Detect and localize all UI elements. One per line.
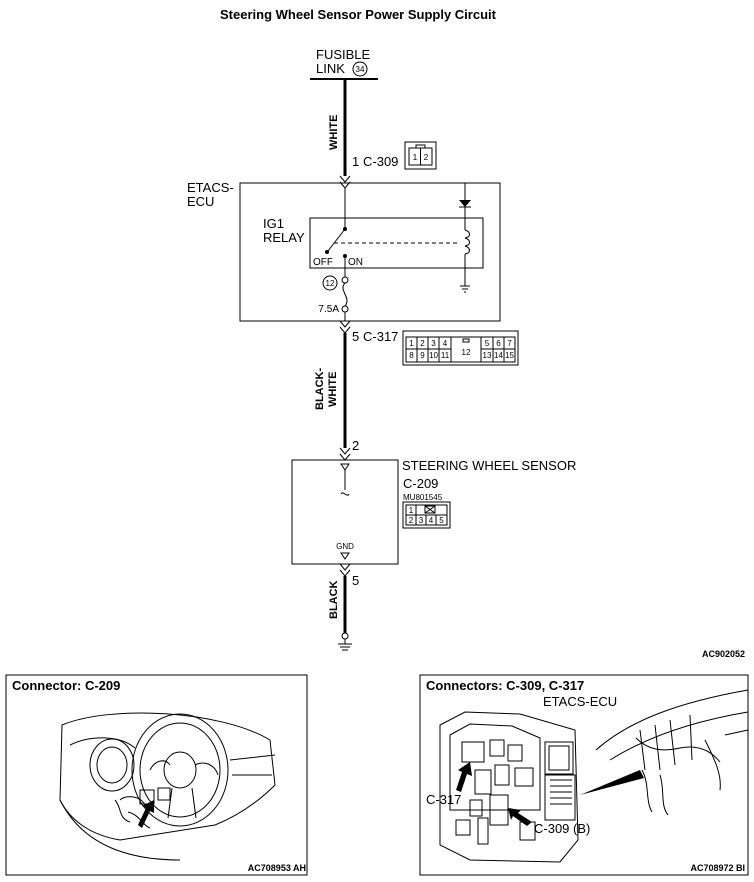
panel-c317-label: C-317 <box>426 792 461 807</box>
panel-c309-label: C-309 (B) <box>534 821 590 836</box>
relay-ground-icon <box>460 285 470 293</box>
wire-color-white: WHITE <box>328 115 340 150</box>
etacs-ecu-label: ETACS- <box>187 180 234 195</box>
relay-switch-contact <box>327 228 346 252</box>
c209-cell-3: 3 <box>419 516 424 525</box>
c317-cell-1: 1 <box>409 339 414 348</box>
sensor-gnd-label: GND <box>336 542 354 551</box>
connector-c309-cell-1: 1 <box>413 153 418 162</box>
wire-color-black-white-2: WHITE <box>327 372 339 407</box>
fuse-number: 12 <box>326 279 335 288</box>
c317-cell-5: 5 <box>485 339 490 348</box>
c317-cell-8: 8 <box>409 351 414 360</box>
c317-cell-6: 6 <box>496 339 501 348</box>
etacs-callout-arrow <box>580 770 644 795</box>
c317-cell-2: 2 <box>420 339 425 348</box>
connector-c309-name: C-309 <box>363 154 398 169</box>
relay-on-label: ON <box>348 257 363 268</box>
connector-c317-chevron <box>339 320 351 334</box>
ig1-relay-label-2: RELAY <box>263 230 305 245</box>
c209-cell-1: 1 <box>409 506 414 515</box>
connector-c209-part-number: MU801545 <box>403 493 443 502</box>
c209-arrow-icon <box>138 800 154 828</box>
fusible-link-label-2: LINK <box>316 61 345 76</box>
sensor-pin-top: 2 <box>352 438 359 453</box>
c309-arrow-icon <box>508 808 532 826</box>
fusible-link-label: FUSIBLE <box>316 47 371 62</box>
fusible-link-number-circle <box>352 61 368 77</box>
wire-color-black-white: BLACK- <box>314 368 326 410</box>
connector-c309-pin: 1 <box>352 154 359 169</box>
panel-c309-c317-title: Connectors: C-309, C-317 <box>426 678 584 693</box>
panel-etacs-label: ETACS-ECU <box>543 694 617 709</box>
fuse-number-circle <box>322 275 338 291</box>
c317-cell-15: 15 <box>505 351 514 360</box>
wire-color-black: BLACK <box>328 580 340 619</box>
diode-icon <box>459 200 471 207</box>
c317-arrow-icon <box>456 762 472 792</box>
sensor-pin-top-chevron <box>339 447 351 461</box>
connector-c317-face: 1 2 3 4 5 6 7 8 9 10 11 12 13 14 15 <box>402 330 519 366</box>
c317-cell-9: 9 <box>420 351 425 360</box>
fusible-link-number: 34 <box>356 65 365 74</box>
etacs-ecu-label-2: ECU <box>187 194 214 209</box>
c317-cell-13: 13 <box>483 351 492 360</box>
ig1-relay-label: IG1 <box>263 216 284 231</box>
panel-c309-c317-ref: AC708972 BI <box>690 863 745 873</box>
c209-cell-5: 5 <box>439 516 444 525</box>
connector-c209-name: C-209 <box>403 476 438 491</box>
relay-off-label: OFF <box>313 257 333 268</box>
c209-cell-4: 4 <box>429 516 434 525</box>
c317-cell-12: 12 <box>462 348 471 357</box>
etacs-ecu-box <box>239 182 501 322</box>
fuse-rating: 7.5A <box>318 304 339 315</box>
diagram-title: Steering Wheel Sensor Power Supply Circu… <box>220 7 497 22</box>
fuse-terminal-top <box>341 276 349 284</box>
connector-c309-cell-2: 2 <box>424 153 429 162</box>
sensor-pin-bottom: 5 <box>352 573 359 588</box>
c317-cell-3: 3 <box>431 339 436 348</box>
steering-wheel-sensor-box <box>291 459 399 565</box>
ig1-relay-box <box>309 217 484 269</box>
steering-wheel-sensor-label: STEERING WHEEL SENSOR <box>402 458 576 473</box>
fuse-icon <box>342 282 348 307</box>
c317-cell-14: 14 <box>494 351 503 360</box>
c317-cell-4: 4 <box>443 339 448 348</box>
sensor-pin-bottom-chevron <box>339 563 351 577</box>
c317-cell-11: 11 <box>441 351 450 360</box>
c317-cell-7: 7 <box>507 339 512 348</box>
relay-coil <box>464 229 470 255</box>
panel-c209-title: Connector: C-209 <box>12 678 120 693</box>
connector-c317-pin: 5 <box>352 329 359 344</box>
panel-c209-ref: AC708953 AH <box>248 863 306 873</box>
steering-wheel-illustration <box>59 712 276 861</box>
c209-cell-2: 2 <box>409 516 414 525</box>
fuse-terminal-bottom <box>341 305 349 313</box>
diagram-reference-code: AC902052 <box>702 649 745 659</box>
c317-cell-10: 10 <box>429 351 438 360</box>
connector-c309-chevron <box>339 175 351 189</box>
connector-c209-face: 1 2 3 4 5 <box>402 501 451 529</box>
ground-icon <box>338 643 352 651</box>
connector-c309-face: 1 2 <box>404 141 437 170</box>
connector-c317-name: C-317 <box>363 329 398 344</box>
